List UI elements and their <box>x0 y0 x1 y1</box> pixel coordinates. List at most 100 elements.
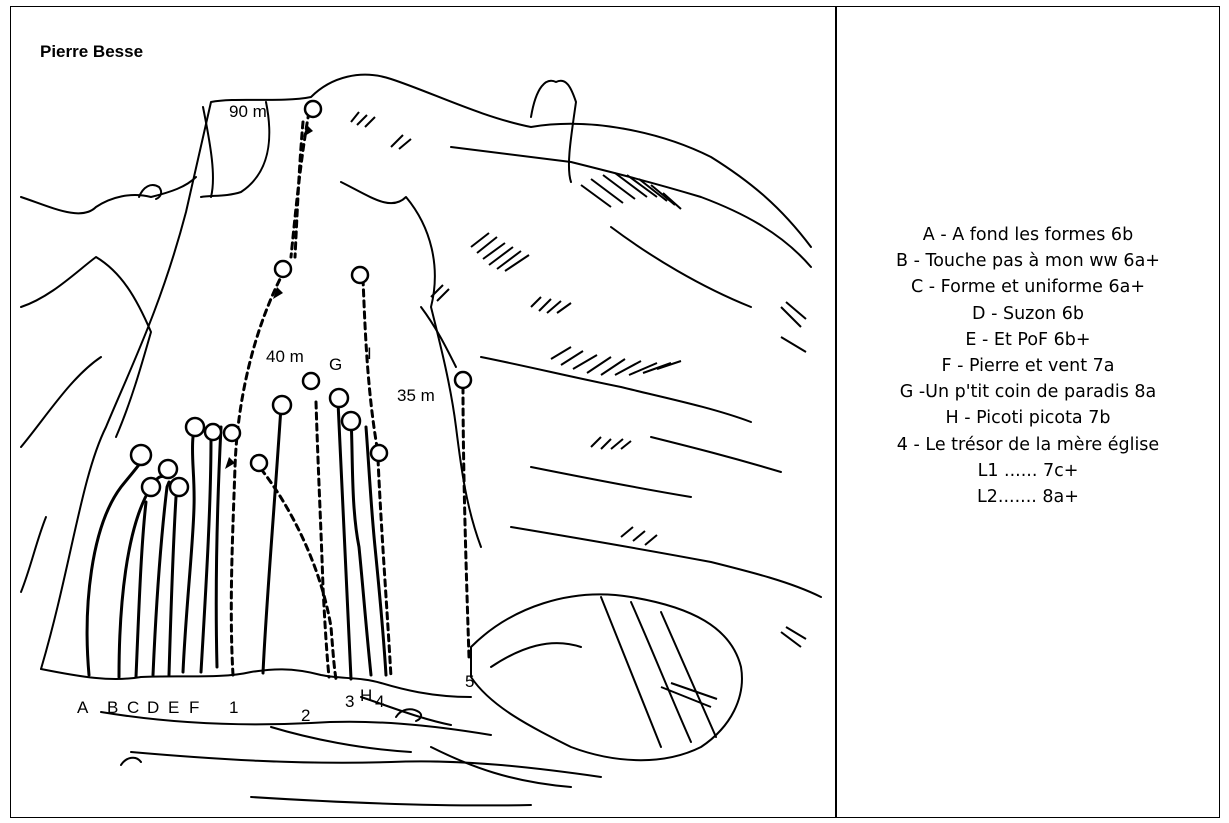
base-label-1: 1 <box>229 698 238 717</box>
arrow-top <box>303 125 313 137</box>
base-label-e: E <box>168 698 179 717</box>
route-c2-line <box>153 482 169 675</box>
belay-90m <box>305 101 321 117</box>
legend-item: L2....... 8a+ <box>837 484 1219 510</box>
boulder-2c <box>661 612 716 737</box>
route-2-line <box>261 469 336 679</box>
boulder-2b <box>631 602 691 742</box>
hatch-13 <box>781 337 806 352</box>
route-i-line <box>363 279 377 447</box>
route-l-line <box>263 407 281 673</box>
belay-g <box>303 373 319 389</box>
route-legend: A - A fond les formes 6b B - Touche pas … <box>837 222 1219 510</box>
legend-item: E - Et PoF 6b+ <box>837 327 1219 353</box>
base-label-b: B <box>107 698 118 717</box>
belay-c <box>142 478 160 496</box>
right-slab-edge-2 <box>651 437 781 472</box>
hatch-3 <box>551 347 681 375</box>
route-d-line <box>169 497 176 675</box>
legend-item: 4 - Le trésor de la mère église <box>837 432 1219 458</box>
route-a-line <box>87 462 141 675</box>
label-i: I <box>367 344 372 363</box>
ground-line-5 <box>271 727 411 752</box>
ledge-right-1 <box>451 147 811 267</box>
hatch-10 <box>391 135 411 149</box>
belay-3 <box>342 412 360 430</box>
legend-item: A - A fond les formes 6b <box>837 222 1219 248</box>
label-40m: 40 m <box>266 347 304 366</box>
belay-f2 <box>224 425 240 441</box>
base-label-c: C <box>127 698 139 717</box>
hatch-7 <box>661 683 717 707</box>
base-label-a: A <box>77 698 89 717</box>
route-5-line <box>463 387 469 657</box>
route-90m-short <box>295 122 303 257</box>
right-crack-3 <box>511 527 821 597</box>
ground-line-2 <box>131 752 601 777</box>
topo-diagram: 90 m 40 m G I 35 m A B C D E F 1 2 3 H 4… <box>11 7 834 817</box>
left-ridge-2 <box>21 257 151 437</box>
pillar-left-edge <box>203 107 213 197</box>
gully <box>341 182 481 547</box>
right-crack-2 <box>531 467 691 497</box>
left-ridge <box>21 177 196 213</box>
boulder-2 <box>601 597 661 747</box>
base-label-4: 4 <box>375 692 384 711</box>
belay-2 <box>251 455 267 471</box>
route-f-line <box>201 437 211 672</box>
right-crack-1 <box>481 357 751 422</box>
crag-title: Pierre Besse <box>40 42 143 62</box>
legend-item: G -Un p'tit coin de paradis 8a <box>837 379 1219 405</box>
base-label-f: F <box>189 698 199 717</box>
belay-b <box>159 460 177 478</box>
belay-mid <box>275 261 291 277</box>
route-e-line <box>183 437 194 672</box>
legend-item: B - Touche pas à mon ww 6a+ <box>837 248 1219 274</box>
hatch-8 <box>781 302 806 327</box>
route-1-line <box>231 277 281 675</box>
label-g: G <box>329 355 342 374</box>
base-label-3: 3 <box>345 692 354 711</box>
base-label-h: H <box>360 686 372 705</box>
tower <box>531 81 576 182</box>
belay-l <box>273 396 291 414</box>
legend-item: H - Picoti picota 7b <box>837 405 1219 431</box>
legend-item: F - Pierre et vent 7a <box>837 353 1219 379</box>
hatch-2 <box>471 233 529 271</box>
belay-e <box>186 418 204 436</box>
belay-d <box>170 478 188 496</box>
legend-item: C - Forme et uniforme 6a+ <box>837 274 1219 300</box>
hatch-4 <box>531 297 571 313</box>
boulder-1-face <box>491 643 581 667</box>
route-f2-line <box>216 427 221 667</box>
route-g-line <box>316 402 329 677</box>
right-slab-edge <box>611 227 751 307</box>
belay-35m <box>455 372 471 388</box>
hatch-5 <box>591 437 631 449</box>
boulder-1 <box>471 594 742 760</box>
ground-line-3 <box>251 797 531 805</box>
base-label-2: 2 <box>301 706 310 725</box>
route-3-line <box>338 402 351 679</box>
label-35m: 35 m <box>397 386 435 405</box>
hatch-12 <box>781 627 806 647</box>
legend-item: L1 ...... 7c+ <box>837 458 1219 484</box>
base-label-d: D <box>147 698 159 717</box>
left-ridge-4 <box>21 517 46 592</box>
hatch-1 <box>581 173 681 209</box>
belay-f <box>205 424 221 440</box>
ground-line-6 <box>431 747 571 787</box>
cliff-outline <box>41 75 811 669</box>
base-label-5: 5 <box>465 672 474 691</box>
legend-item: D - Suzon 6b <box>837 301 1219 327</box>
left-ridge-3 <box>21 357 101 447</box>
bush-bottom <box>121 758 141 765</box>
ground-line-1 <box>101 712 491 735</box>
label-90m: 90 m <box>229 102 267 121</box>
belay-h <box>371 445 387 461</box>
belay-i <box>352 267 368 283</box>
belay-g2 <box>330 389 348 407</box>
route-c-line <box>136 502 146 677</box>
base-line <box>41 669 471 697</box>
hatch-6 <box>621 527 657 545</box>
